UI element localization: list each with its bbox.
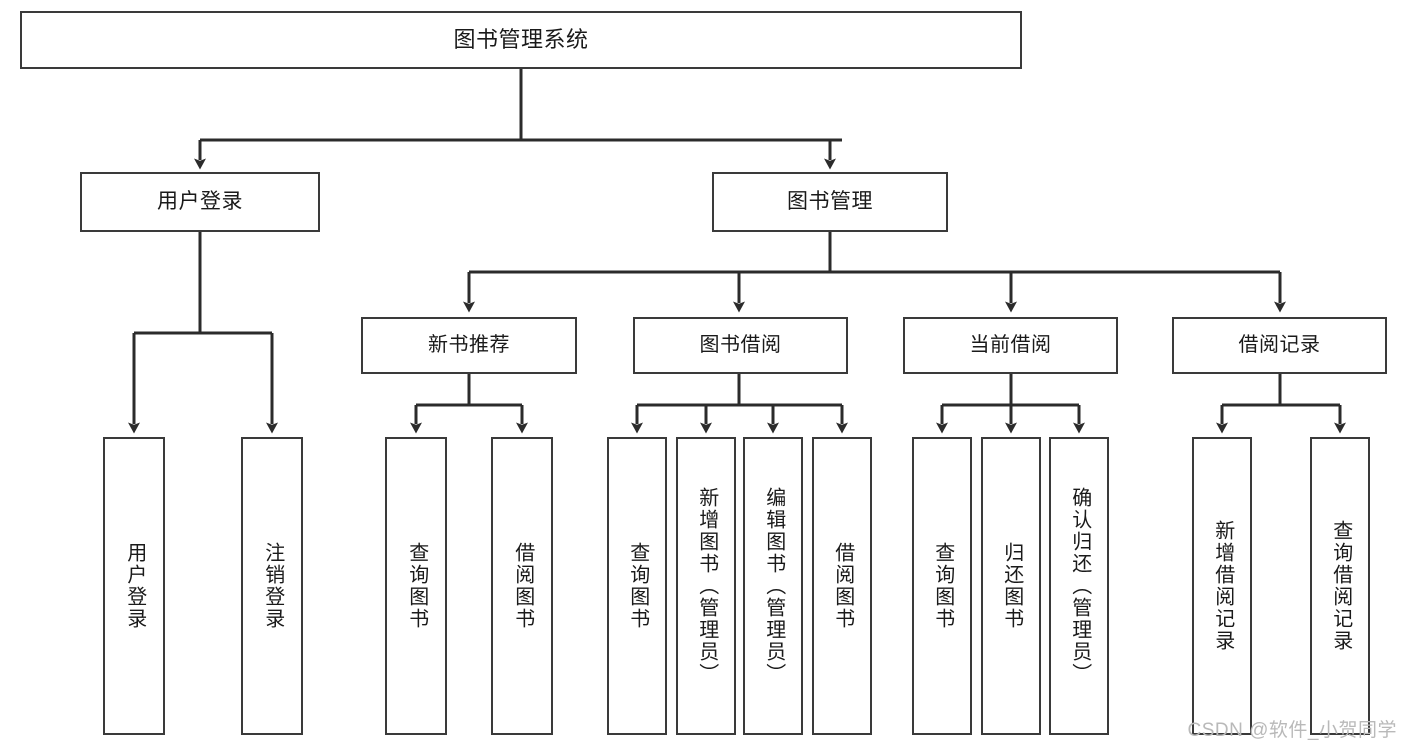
node-book-borrow-label: 图书借阅 <box>699 333 782 356</box>
node-leaf-new-book-borrow-book[interactable]: 借阅图书 <box>491 437 553 735</box>
node-user-login-label: 用户登录 <box>157 189 243 213</box>
node-leaf-current-borrow-return-book[interactable]: 归还图书 <box>981 437 1041 735</box>
connectors <box>128 69 1346 434</box>
node-leaf-label: 确认归还（管理员） <box>1068 487 1091 685</box>
node-leaf-book-borrow-edit-book-admin[interactable]: 编辑图书（管理员） <box>743 437 803 735</box>
node-leaf-label: 归还图书 <box>1000 542 1023 630</box>
node-leaf-label: 查询图书 <box>626 542 649 630</box>
node-book-management-label: 图书管理 <box>787 189 873 213</box>
node-user-login[interactable]: 用户登录 <box>80 172 320 232</box>
node-root-label: 图书管理系统 <box>453 27 589 53</box>
node-borrow-record-label: 借阅记录 <box>1238 333 1321 356</box>
node-leaf-label: 查询图书 <box>931 542 954 630</box>
node-leaf-label: 借阅图书 <box>511 542 534 630</box>
node-leaf-new-book-query-book[interactable]: 查询图书 <box>385 437 447 735</box>
node-leaf-borrow-record-query-record[interactable]: 查询借阅记录 <box>1310 437 1370 735</box>
node-book-borrow[interactable]: 图书借阅 <box>633 317 848 374</box>
node-leaf-user-login-logout[interactable]: 注销登录 <box>241 437 303 735</box>
node-leaf-book-borrow-borrow-book[interactable]: 借阅图书 <box>812 437 872 735</box>
node-current-borrow-label: 当前借阅 <box>969 333 1052 356</box>
node-leaf-label: 查询借阅记录 <box>1329 520 1352 652</box>
node-leaf-label: 注销登录 <box>261 542 284 630</box>
node-leaf-label: 编辑图书（管理员） <box>762 487 785 685</box>
node-leaf-user-login-login[interactable]: 用户登录 <box>103 437 165 735</box>
node-new-book-recommend-label: 新书推荐 <box>428 333 510 356</box>
node-leaf-label: 新增借阅记录 <box>1211 520 1234 652</box>
node-leaf-current-borrow-confirm-return-admin[interactable]: 确认归还（管理员） <box>1049 437 1109 735</box>
node-current-borrow[interactable]: 当前借阅 <box>903 317 1118 374</box>
node-leaf-label: 用户登录 <box>123 542 146 630</box>
csdn-watermark: CSDN @软件_小贺同学 <box>1187 720 1397 741</box>
node-leaf-label: 新增图书（管理员） <box>695 487 718 685</box>
node-leaf-current-borrow-query-book[interactable]: 查询图书 <box>912 437 972 735</box>
node-leaf-book-borrow-add-book-admin[interactable]: 新增图书（管理员） <box>676 437 736 735</box>
node-leaf-label: 借阅图书 <box>831 542 854 630</box>
node-root-book-management-system[interactable]: 图书管理系统 <box>20 11 1022 69</box>
node-book-management[interactable]: 图书管理 <box>712 172 948 232</box>
node-leaf-label: 查询图书 <box>405 542 428 630</box>
node-new-book-recommend[interactable]: 新书推荐 <box>361 317 577 374</box>
node-leaf-borrow-record-add-record[interactable]: 新增借阅记录 <box>1192 437 1252 735</box>
node-borrow-record[interactable]: 借阅记录 <box>1172 317 1387 374</box>
node-leaf-book-borrow-query-book[interactable]: 查询图书 <box>607 437 667 735</box>
